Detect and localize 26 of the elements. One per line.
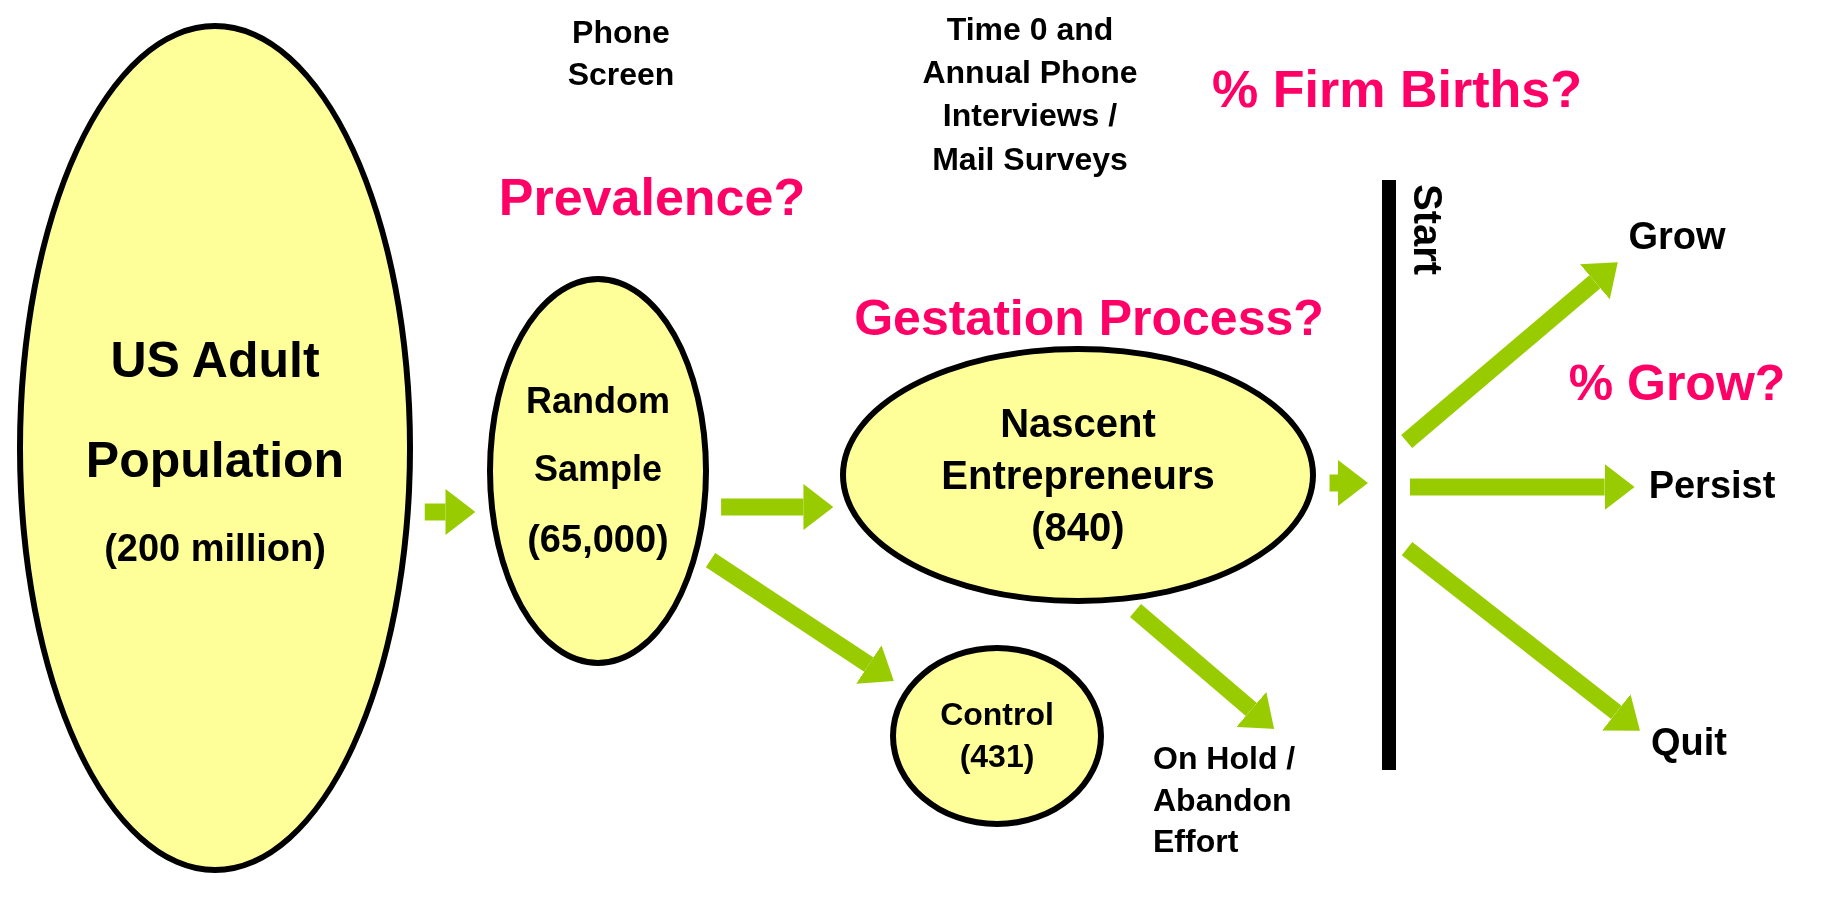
block-arrow [1410, 464, 1635, 510]
method-label: Phone Screen [566, 13, 676, 94]
outcome-text: On Hold / Abandon Effort [1153, 738, 1328, 863]
question-label: Gestation Process? [854, 290, 1324, 348]
outcome-text: Quit [1651, 720, 1727, 766]
outcome-text: Persist [1648, 463, 1776, 509]
question-label: Prevalence? [498, 168, 806, 228]
block-arrow [1130, 604, 1275, 729]
block-arrow [1329, 460, 1368, 506]
block-arrow [1401, 541, 1640, 731]
node-label: Control [940, 695, 1054, 735]
bar-label: Start [1405, 184, 1450, 276]
question-label: % Grow? [1568, 355, 1786, 413]
method-label: Time 0 and Annual Phone Interviews / Mail Surveys [921, 10, 1139, 179]
count-label: (840) [1031, 504, 1125, 551]
count-label: (65,000) [527, 517, 669, 563]
block-arrow [424, 489, 476, 535]
node-label: US Adult Population [84, 331, 346, 490]
question-label: % Firm Births? [1212, 60, 1582, 120]
node-label: Nascent Entrepreneurs [940, 400, 1216, 499]
block-arrow [721, 484, 834, 530]
outcome-text: Grow [1628, 214, 1726, 260]
node-label: Random Sample [525, 378, 671, 491]
vertical-bar [1382, 180, 1396, 770]
count-label: (431) [959, 737, 1035, 776]
count-label: (200 million) [104, 526, 326, 571]
